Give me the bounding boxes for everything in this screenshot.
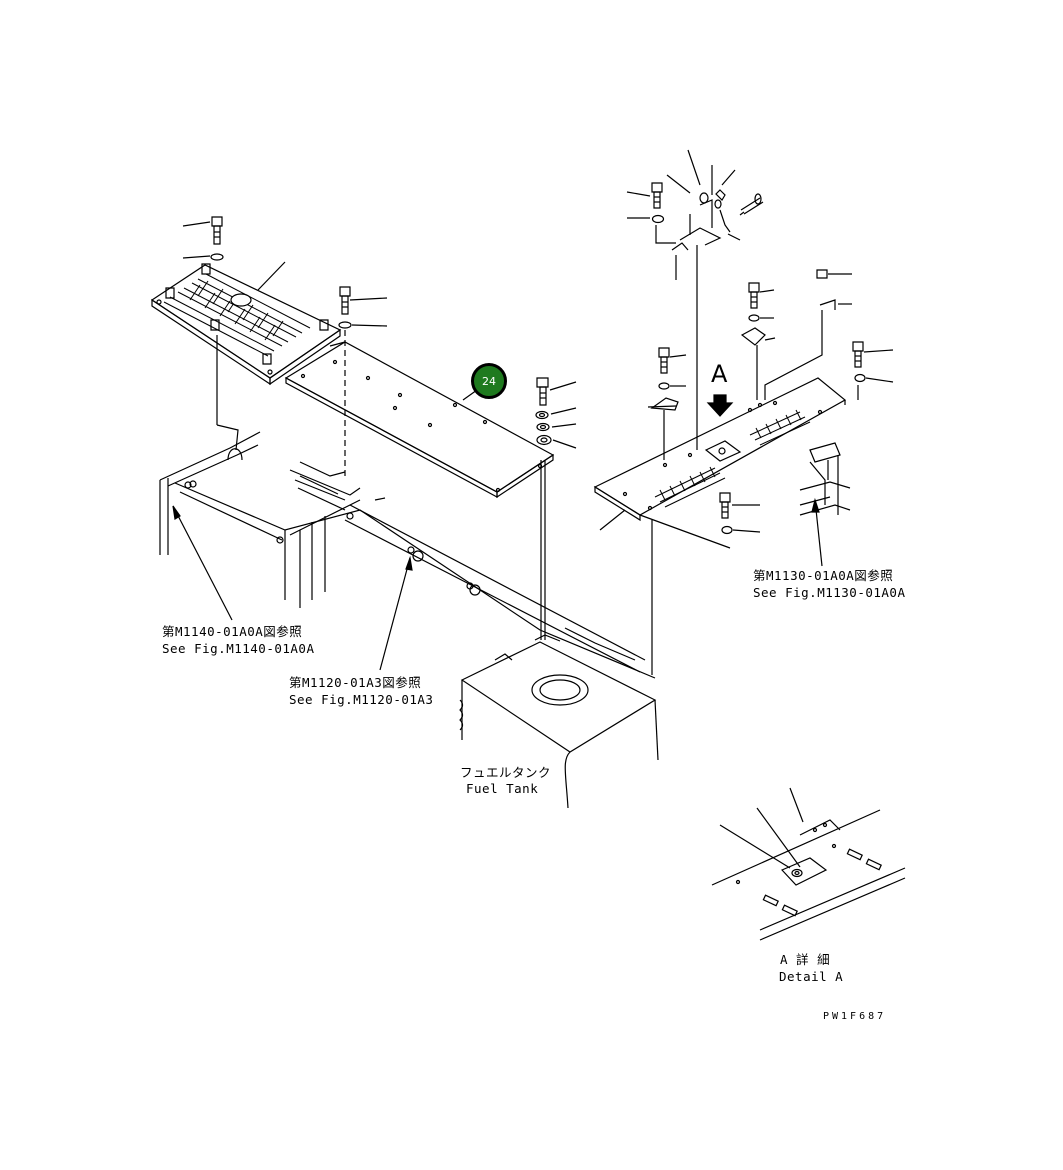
bolt-bracket-right[interactable]	[740, 194, 763, 215]
bolt-bracket-left[interactable]	[627, 183, 676, 243]
view-a-arrow	[708, 395, 732, 416]
bolt-right-d[interactable]	[853, 342, 893, 400]
top-bracket[interactable]	[667, 150, 740, 450]
grated-cover-plate[interactable]	[152, 264, 340, 384]
right-panel[interactable]	[595, 378, 845, 548]
callout-number: 24	[482, 374, 496, 388]
ref-m1140-jp: 第M1140-01A0A図参照	[162, 624, 303, 639]
fuel-tank[interactable]	[460, 642, 658, 808]
bolt-right-c[interactable]	[765, 270, 852, 400]
bolt-stack-middle-right[interactable]	[536, 378, 576, 640]
bolt-left-top[interactable]	[183, 217, 223, 260]
detail-a-jp: A 詳 細	[780, 952, 831, 967]
right-frame-piece	[800, 443, 850, 515]
reference-leaders	[173, 500, 822, 670]
cover-plate-24[interactable]	[286, 342, 553, 497]
view-a-letter: A	[711, 360, 728, 388]
ref-m1120-jp: 第M1120-01A3図参照	[289, 675, 422, 690]
bolt-middle-top[interactable]	[339, 287, 387, 328]
fuel-tank-jp: フュエルタンク	[460, 765, 552, 780]
bolt-right-a[interactable]	[648, 348, 686, 460]
fuel-tank-en: Fuel Tank	[466, 781, 539, 796]
ref-m1130-jp: 第M1130-01A0A図参照	[753, 568, 894, 583]
callout-24[interactable]: 24	[471, 363, 507, 399]
part-code: PW1F687	[823, 1011, 887, 1022]
bolt-right-e[interactable]	[720, 493, 760, 534]
frame-structure	[160, 432, 655, 678]
detail-a-view	[712, 788, 905, 940]
ref-m1140-en: See Fig.M1140-01A0A	[162, 641, 315, 656]
ref-m1120-en: See Fig.M1120-01A3	[289, 692, 434, 707]
ref-m1130-en: See Fig.M1130-01A0A	[753, 585, 906, 600]
detail-a-en: Detail A	[779, 969, 844, 984]
bolt-right-b[interactable]	[742, 283, 775, 400]
